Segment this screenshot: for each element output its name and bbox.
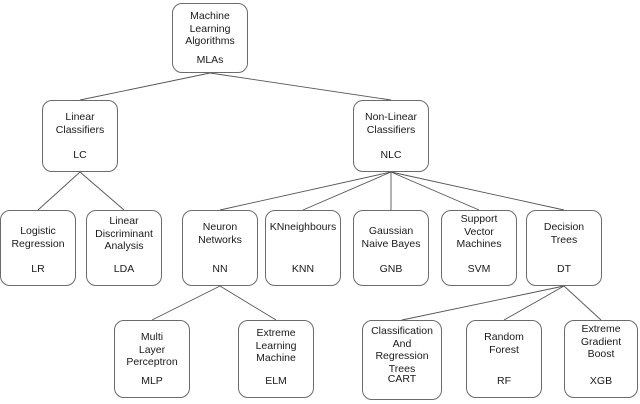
node-abbreviation: LR: [31, 262, 45, 275]
edge-lc-to-lr: [37, 171, 81, 211]
edge-nn-to-mlp: [151, 285, 221, 321]
node-gaussian-naive-bayes: Gaussian Naive Bayes GNB: [353, 210, 429, 286]
edge-nlc-to-knn: [302, 171, 392, 211]
node-linear-discriminant-analysis: Linear Discriminant Analysis LDA: [86, 210, 162, 286]
node-abbreviation: NN: [212, 262, 228, 275]
node-knneighbours: KNneighbours KNN: [265, 210, 341, 286]
node-title: Linear Discriminant Analysis: [95, 215, 153, 252]
edge-nlc-to-nn: [219, 171, 392, 211]
node-title: Extreme Learning Machine: [255, 327, 297, 364]
node-abbreviation: MLAs: [196, 53, 224, 66]
node-abbreviation: ELM: [265, 374, 287, 387]
edge-lc-to-lda: [79, 171, 125, 211]
node-title: Decision Trees: [543, 221, 585, 246]
node-abbreviation: DT: [557, 262, 571, 275]
node-title: Gaussian Naive Bayes: [361, 225, 421, 250]
node-support-vector-machines: Support Vector Machines SVM: [441, 210, 517, 286]
node-decision-trees: Decision Trees DT: [526, 210, 602, 286]
node-linear-classifiers: Linear Classifiers LC: [42, 100, 118, 172]
node-random-forest: Random Forest RF: [466, 320, 542, 398]
node-title: Support Vector Machines: [456, 213, 502, 250]
node-title: Random Forest: [484, 331, 524, 356]
node-abbreviation: CART: [387, 372, 417, 385]
edge-dt-to-rf: [503, 285, 565, 321]
node-title: Extreme Gradient Boost: [580, 323, 622, 360]
edge-nlc-to-dt: [390, 171, 565, 211]
node-title: Multi Layer Perceptron: [126, 331, 178, 368]
node-non-linear-classifiers: Non-Linear Classifiers NLC: [353, 100, 429, 172]
node-logistic-regression: Logistic Regression LR: [0, 210, 76, 286]
node-abbreviation: LDA: [113, 262, 135, 275]
node-extreme-learning-machine: Extreme Learning Machine ELM: [238, 320, 314, 398]
node-abbreviation: GNB: [379, 262, 403, 275]
node-title: KNneighbours: [269, 221, 337, 233]
node-abbreviation: KNN: [291, 262, 315, 275]
node-classification-and-regression-trees: Classification And Regression Trees CART: [362, 320, 442, 400]
node-multi-layer-perceptron: Multi Layer Perceptron MLP: [114, 320, 190, 398]
edge-root-to-nlc: [209, 72, 392, 101]
edge-dt-to-xgb: [563, 285, 602, 321]
node-abbreviation: SVM: [467, 262, 491, 275]
node-title: Neuron Networks: [198, 221, 242, 246]
edge-dt-to-cart: [401, 285, 565, 321]
node-abbreviation: NLC: [380, 148, 402, 161]
edge-nn-to-elm: [219, 285, 277, 321]
node-title: Linear Classifiers: [55, 111, 105, 136]
node-extreme-gradient-boost: Extreme Gradient Boost XGB: [564, 320, 638, 398]
node-abbreviation: XGB: [589, 374, 613, 387]
node-neuron-networks: Neuron Networks NN: [182, 210, 258, 286]
node-machine-learning-algorithms: Machine Learning Algorithms MLAs: [172, 3, 248, 73]
node-abbreviation: LC: [73, 148, 87, 161]
node-title: Logistic Regression: [11, 225, 65, 250]
node-abbreviation: RF: [497, 374, 511, 387]
node-abbreviation: MLP: [141, 374, 163, 387]
edge-root-to-lc: [79, 72, 211, 101]
node-title: Classification And Regression Trees: [371, 325, 433, 375]
edge-nlc-to-svm: [390, 171, 480, 211]
node-title: Non-Linear Classifiers: [365, 111, 417, 136]
node-title: Machine Learning Algorithms: [185, 10, 235, 47]
